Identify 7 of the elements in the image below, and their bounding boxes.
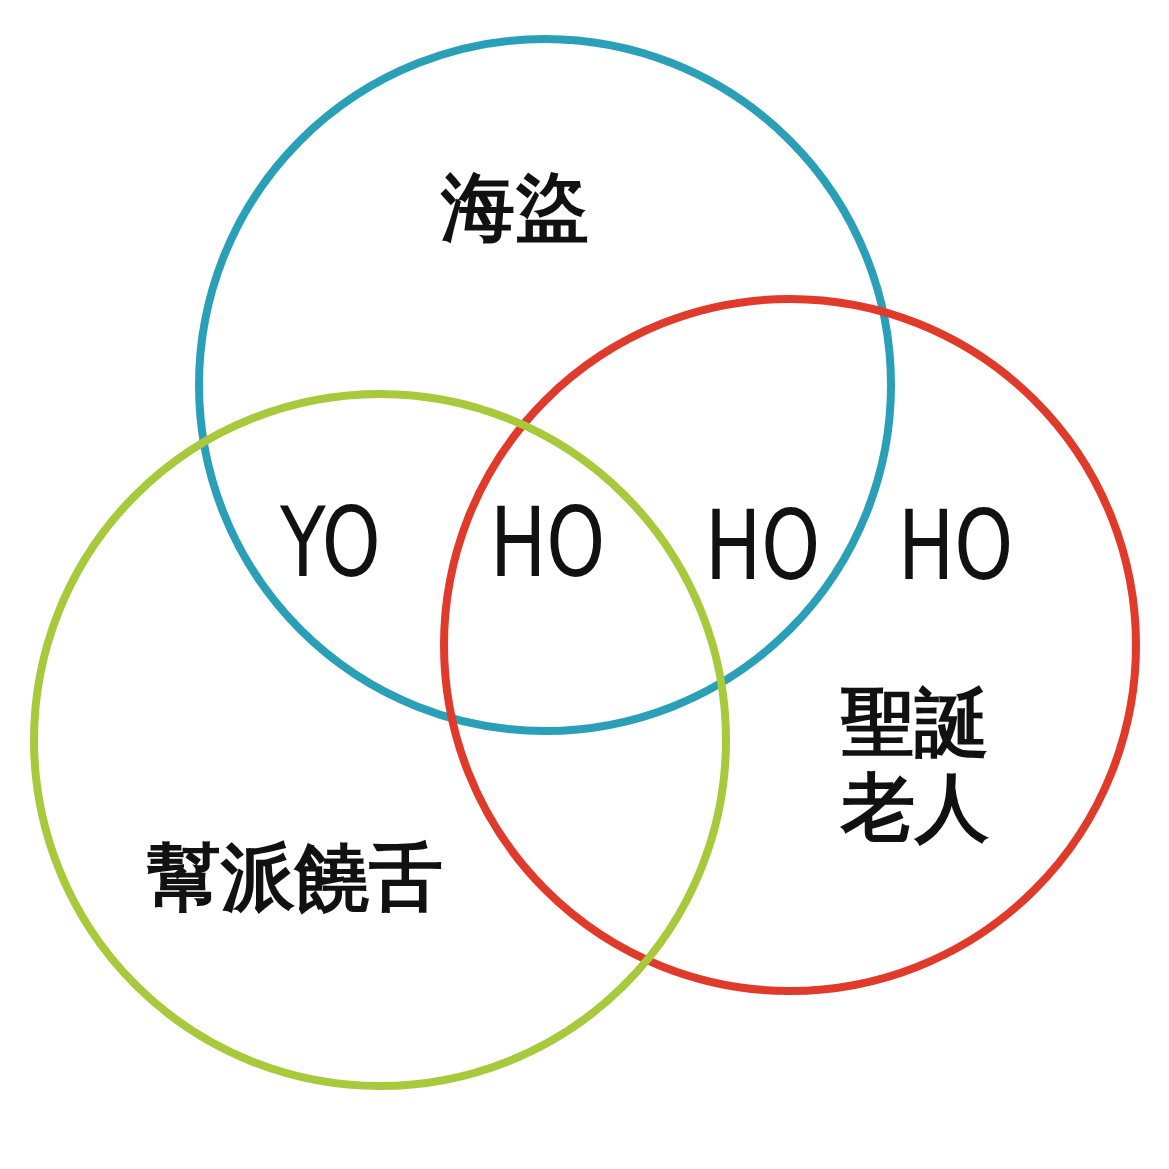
circle-label: 聖誕老人 [839,680,990,851]
circle-label: 幫派饒舌 [146,835,444,921]
circle-label: 海盜 [439,165,590,251]
region-word: HO [705,498,821,594]
region-word: HO [898,498,1014,594]
region-word: HO [490,495,606,591]
region-word: YO [280,495,381,591]
